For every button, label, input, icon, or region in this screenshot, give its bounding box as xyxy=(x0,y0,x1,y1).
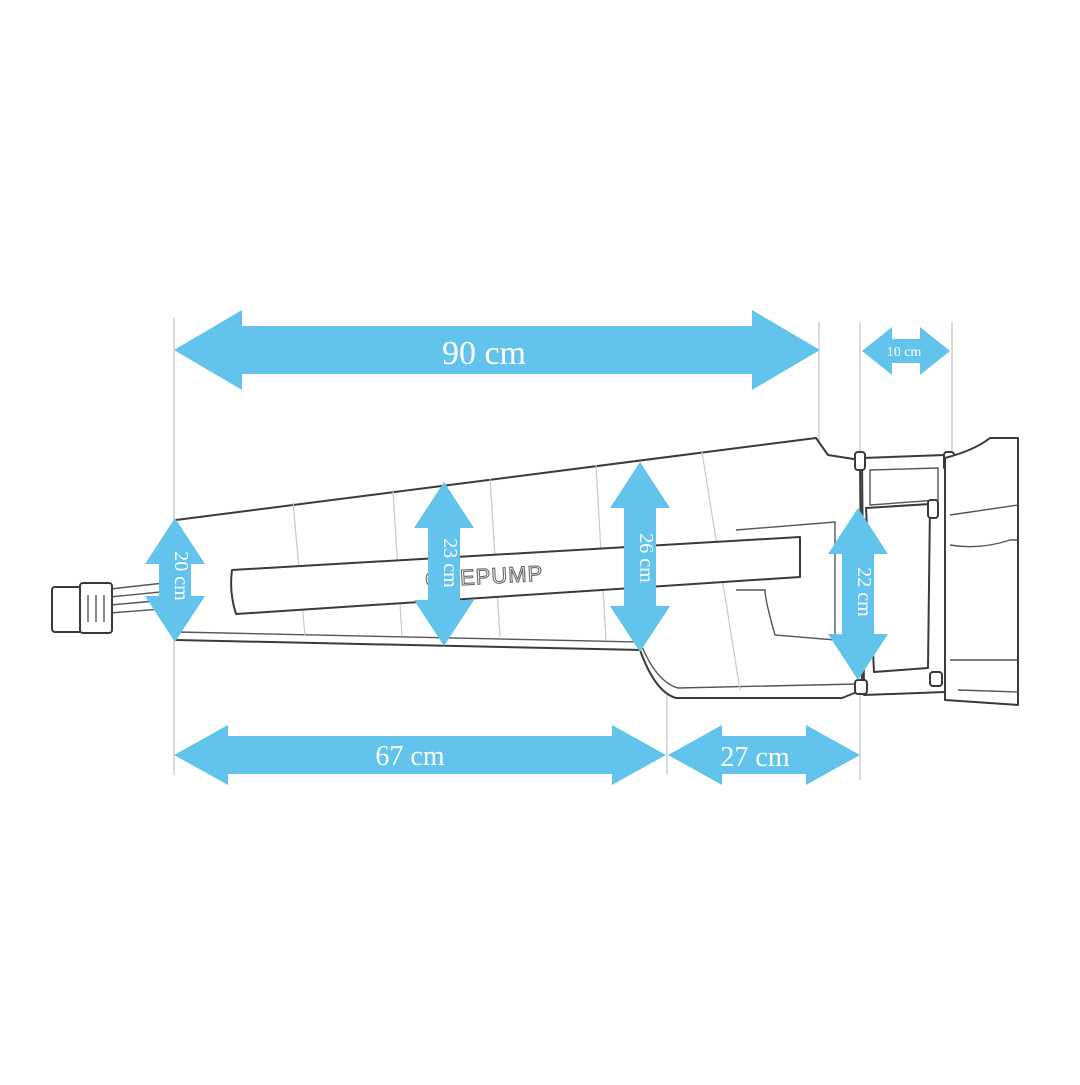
label-total-length: 90 cm xyxy=(442,335,526,372)
label-wide-height: 26 cm xyxy=(635,533,657,583)
dimension-arrow-wide-height xyxy=(610,462,670,652)
dimension-arrows xyxy=(145,310,950,785)
label-lower-length: 27 cm xyxy=(720,742,789,773)
label-ankle-band-length: 10 cm xyxy=(887,345,922,360)
dimension-labels: 90 cm 67 cm 27 cm 10 cm 20 cm 23 cm 26 c… xyxy=(170,335,921,773)
foot-section xyxy=(944,437,1019,706)
dimension-arrow-ankle-band-length xyxy=(862,327,950,375)
label-end-height: 20 cm xyxy=(170,551,192,601)
dimension-arrow-end-height xyxy=(145,518,205,642)
dimension-arrow-lower-length xyxy=(668,725,860,785)
dimension-arrow-total-length xyxy=(174,310,820,390)
leg-sleeve: OREPUMP xyxy=(51,437,1019,706)
label-ankle-height: 22 cm xyxy=(853,567,875,617)
label-mid-height: 23 cm xyxy=(439,538,461,588)
label-upper-length: 67 cm xyxy=(375,741,444,772)
dimension-arrow-mid-height xyxy=(414,482,474,646)
dimension-arrow-ankle-height xyxy=(828,508,888,680)
dimension-arrow-upper-length xyxy=(174,725,666,785)
velcro-strap xyxy=(230,536,801,615)
connector-plug-icon xyxy=(51,582,113,634)
